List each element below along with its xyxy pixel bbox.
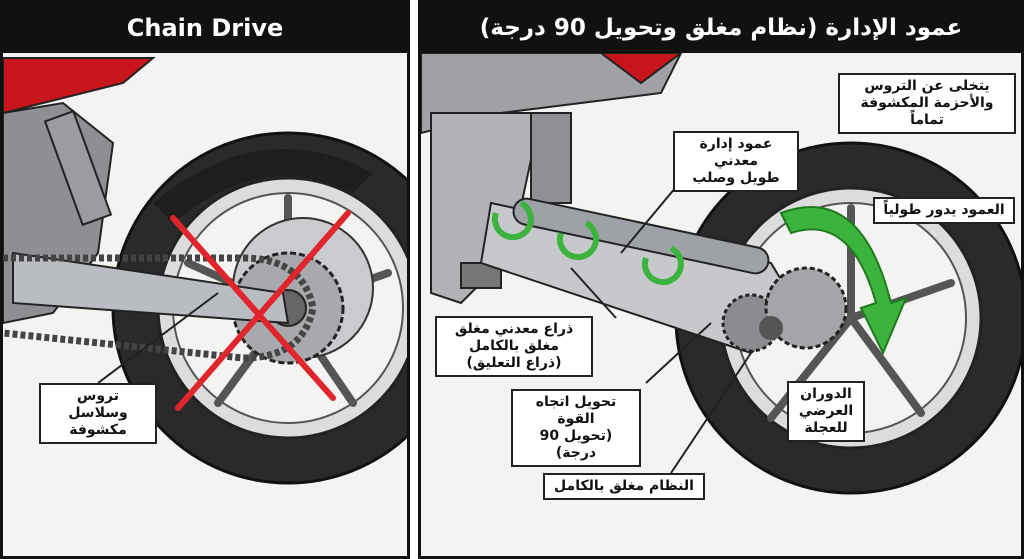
long-shaft-label: عمود إدارة معدني طويل وصلب: [673, 131, 799, 192]
red-cross-mark: [170, 210, 351, 411]
wheel-rotation-arrow: [779, 206, 908, 356]
enclosed-arm-label: ذراع معدني مغلق مغلق بالكامل (ذراع التعل…: [435, 316, 593, 377]
leader-lines: [570, 162, 752, 474]
drive-shaft: [512, 197, 770, 275]
shaft-drive-panel: عمود الإدارة (نظام مغلق وتحويل 90 درجة): [418, 0, 1024, 559]
chain-drive-illustration: [3, 57, 407, 485]
shaft-rotates-label: العمود يدور طولياً: [873, 197, 1015, 224]
shaft-drive-title: عمود الإدارة (نظام مغلق وتحويل 90 درجة): [421, 3, 1021, 53]
red-tail: [599, 53, 683, 85]
sealed-system-label: النظام مغلق بالكامل: [543, 473, 705, 500]
red-fairing: [3, 57, 156, 115]
shock-spring: [530, 112, 572, 204]
rear-fender: [153, 149, 373, 223]
drive-chain: [3, 254, 317, 362]
ring-gear: [764, 266, 848, 350]
exposed-leader-line: [97, 292, 219, 384]
no-exposed-gears-label: يتخلى عن التروس والأحزمة المكشوفة تماماً: [838, 73, 1016, 134]
shock-absorber: [43, 109, 113, 227]
power-conversion-label: تحويل اتجاه القوة (تحويل 90 درجة): [511, 389, 641, 467]
wheel-rotation-label: الدوران العرضي للعجلة: [787, 381, 865, 442]
chain-drive-title: Chain Drive: [3, 3, 407, 53]
shaft-rotation-arrows: [491, 200, 684, 286]
exposed-gears-label: تروس وسلاسل مكشوفة: [39, 383, 157, 444]
chain-drive-panel: Chain Drive: [0, 0, 410, 559]
shaft-drive-illustration: [421, 53, 1021, 495]
swingarm: [12, 251, 290, 325]
